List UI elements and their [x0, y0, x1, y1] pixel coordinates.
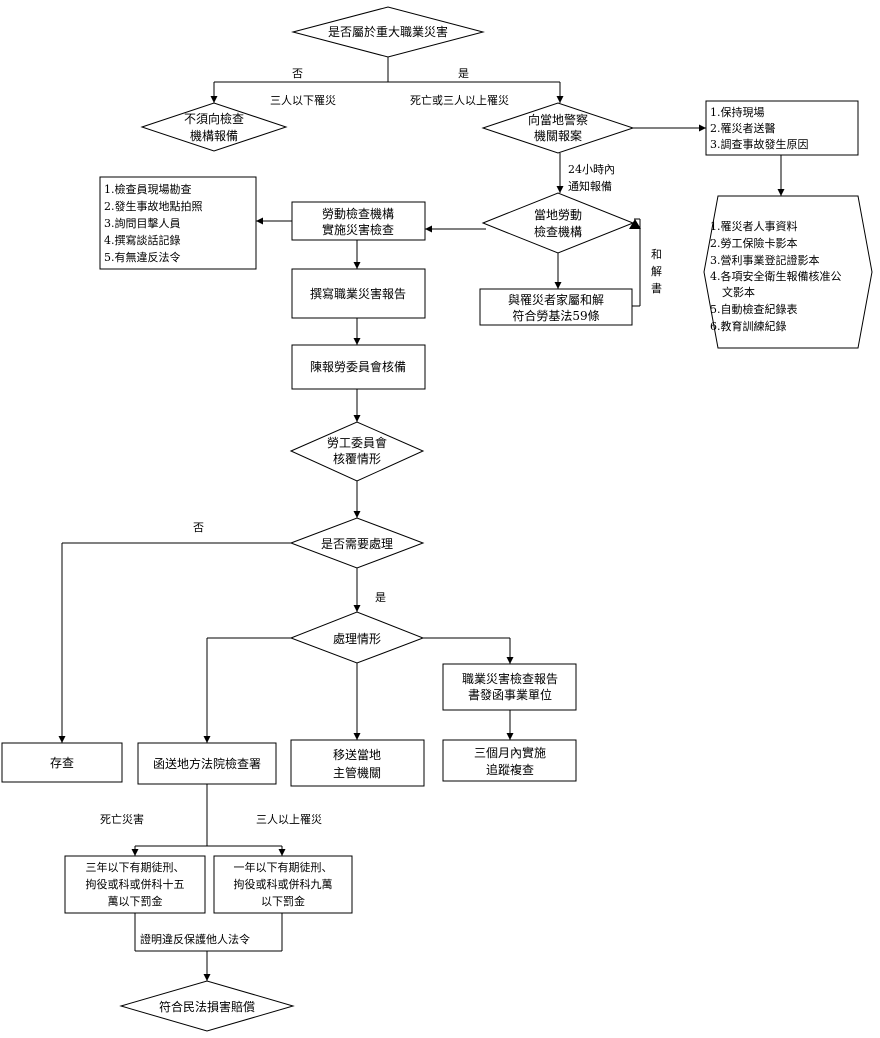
svg-text:符合勞基法59條: 符合勞基法59條: [512, 308, 599, 323]
svg-text:陳報勞委員會核備: 陳報勞委員會核備: [310, 359, 406, 374]
node-civil-compensation: 符合民法損害賠償: [119, 980, 295, 1032]
node-settlement: 與罹災者家屬和解 符合勞基法59條: [479, 288, 633, 326]
svg-text:1.罹災者人事資料: 1.罹災者人事資料: [710, 219, 798, 233]
svg-text:5.自動檢查紀錄表: 5.自動檢查紀錄表: [710, 302, 798, 316]
svg-text:職業災害檢查報告: 職業災害檢查報告: [462, 671, 558, 686]
svg-text:1.檢查員現場勘查: 1.檢查員現場勘查: [104, 182, 192, 196]
svg-text:5.有無違反法令: 5.有無違反法令: [104, 250, 181, 264]
svg-text:2.勞工保險卡影本: 2.勞工保險卡影本: [710, 236, 798, 250]
svg-text:機關報案: 機關報案: [534, 128, 582, 143]
svg-text:3.詢問目擊人員: 3.詢問目擊人員: [104, 216, 181, 230]
node-labor-agency: 當地勞動 檢查機構: [481, 192, 635, 254]
svg-text:3.營利事業登記證影本: 3.營利事業登記證影本: [710, 253, 820, 267]
node-need-handle: 是否需要處理: [289, 517, 425, 569]
svg-text:三年以下有期徒刑、: 三年以下有期徒刑、: [86, 860, 185, 874]
svg-text:4.各項安全衛生報備核准公: 4.各項安全衛生報備核准公: [710, 269, 842, 283]
label-notify-1: 24小時內: [568, 163, 615, 176]
svg-text:2.罹災者送醫: 2.罹災者送醫: [710, 121, 776, 135]
svg-text:3.調查事故發生原因: 3.調查事故發生原因: [710, 137, 809, 151]
svg-text:實施災害檢查: 實施災害檢查: [322, 222, 394, 237]
label-notify-2: 通知報備: [568, 179, 612, 193]
node-keep-list: 1.保持現場 2.罹災者送醫 3.調查事故發生原因: [705, 100, 859, 156]
svg-text:勞動檢查機構: 勞動檢查機構: [322, 206, 394, 221]
svg-text:6.教育訓練紀錄: 6.教育訓練紀錄: [710, 319, 787, 333]
svg-text:當地勞動: 當地勞動: [534, 208, 582, 222]
node-inspect-list: 1.檢查員現場勘查 2.發生事故地點拍照 3.詢問目擊人員 4.撰寫談話記錄 5…: [99, 176, 257, 270]
node-archive: 存查: [1, 742, 123, 783]
label-no-2: 否: [193, 521, 204, 534]
connectors: [58, 57, 785, 981]
svg-text:主管機關: 主管機關: [333, 765, 381, 780]
svg-text:核覆情形: 核覆情形: [333, 452, 381, 466]
node-handle-status: 處理情形: [289, 611, 425, 664]
node-police-report: 向當地警察 機關報案: [481, 102, 635, 154]
node-submit-council: 陳報勞委員會核備: [291, 344, 426, 390]
svg-text:向當地警察: 向當地警察: [528, 112, 588, 127]
node-transfer: 移送當地 主管機關: [290, 739, 425, 787]
svg-text:拘役或科或併科九萬: 拘役或科或併科九萬: [234, 877, 333, 891]
node-council-review: 勞工委員會 核覆情形: [289, 421, 425, 482]
svg-text:檢查機構: 檢查機構: [534, 224, 582, 239]
label-yes: 是: [458, 67, 469, 80]
svg-text:存查: 存查: [50, 756, 74, 770]
svg-text:處理情形: 處理情形: [333, 632, 381, 646]
svg-text:不須向檢查: 不須向檢查: [184, 111, 244, 126]
svg-text:撰寫職業災害報告: 撰寫職業災害報告: [310, 286, 406, 301]
label-settle-2: 解: [651, 264, 662, 278]
edge-labels: 否 是 三人以下罹災 死亡或三人以上罹災 24小時內 通知報備 和 解 書 否 …: [100, 67, 662, 946]
svg-text:2.發生事故地點拍照: 2.發生事故地點拍照: [104, 199, 203, 213]
node-penalty-three: 一年以下有期徒刑、 拘役或科或併科九萬 以下罰金: [213, 855, 353, 914]
svg-text:函送地方法院檢查署: 函送地方法院檢查署: [153, 756, 261, 771]
svg-text:以下罰金: 以下罰金: [261, 894, 305, 908]
svg-text:是否需要處理: 是否需要處理: [321, 537, 393, 551]
label-three-below: 三人以下罹災: [270, 94, 336, 107]
node-write-report: 撰寫職業災害報告: [291, 268, 426, 319]
svg-text:符合民法損害賠償: 符合民法損害賠償: [159, 999, 255, 1014]
svg-text:拘役或科或併科十五: 拘役或科或併科十五: [86, 877, 185, 891]
node-decision-major: 是否屬於重大職業災害: [291, 6, 485, 58]
svg-text:書發函事業單位: 書發函事業單位: [468, 687, 552, 702]
svg-text:1.保持現場: 1.保持現場: [710, 105, 765, 119]
label-death-or-three: 死亡或三人以上罹災: [410, 93, 509, 107]
svg-text:移送當地: 移送當地: [333, 747, 381, 762]
label-death-case: 死亡災害: [100, 812, 144, 826]
decision-major-text: 是否屬於重大職業災害: [328, 24, 448, 39]
svg-text:追蹤複查: 追蹤複查: [486, 762, 534, 777]
svg-text:與罹災者家屬和解: 與罹災者家屬和解: [508, 292, 604, 307]
label-three-above: 三人以上罹災: [256, 813, 322, 826]
svg-text:三個月內實施: 三個月內實施: [474, 745, 546, 760]
svg-text:一年以下有期徒刑、: 一年以下有期徒刑、: [234, 860, 333, 874]
label-prove-violation: 證明違反保護他人法令: [140, 932, 250, 946]
label-yes-2: 是: [375, 591, 386, 604]
svg-text:萬以下罰金: 萬以下罰金: [108, 894, 163, 908]
node-prosecutor: 函送地方法院檢查署: [137, 742, 277, 785]
node-docs-list: 1.罹災者人事資料 2.勞工保險卡影本 3.營利事業登記證影本 4.各項安全衛生…: [703, 195, 873, 349]
label-no: 否: [292, 67, 303, 80]
label-settle-3: 書: [651, 281, 662, 295]
svg-text:機構報備: 機構報備: [190, 128, 238, 143]
label-settle-1: 和: [651, 248, 662, 261]
node-penalty-death: 三年以下有期徒刑、 拘役或科或併科十五 萬以下罰金: [64, 855, 206, 914]
node-no-report: 不須向檢查 機構報備: [140, 102, 288, 152]
svg-text:勞工委員會: 勞工委員會: [327, 436, 387, 450]
svg-text:文影本: 文影本: [722, 285, 755, 299]
node-follow-up: 三個月內實施 追蹤複查: [442, 739, 577, 782]
node-implement-inspection: 勞動檢查機構 實施災害檢查: [291, 201, 426, 241]
svg-text:4.撰寫談話記錄: 4.撰寫談話記錄: [104, 233, 181, 247]
node-report-send: 職業災害檢查報告 書發函事業單位: [442, 663, 577, 711]
